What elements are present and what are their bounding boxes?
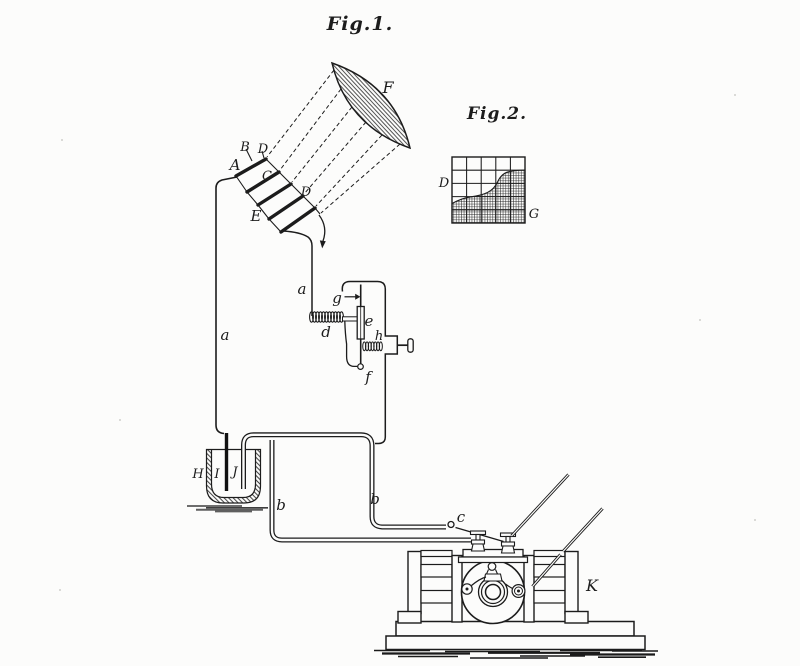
left-outer-post (407, 550, 422, 615)
g-arrow (344, 293, 361, 300)
label-cell-c: C (262, 169, 272, 184)
figure2-title: Fig.2. (466, 104, 527, 124)
right-inner-post (523, 554, 535, 623)
center-knob (487, 562, 497, 571)
label-contact-c: c (457, 508, 466, 526)
label-reg-e: e (365, 312, 374, 330)
regulator-mechanism (309, 280, 414, 445)
label-cup-j: J (229, 465, 238, 480)
label-cell-b: B (239, 140, 250, 155)
binding-post-right (499, 532, 517, 554)
coil-d (309, 311, 344, 323)
rotation-arrow (318, 214, 326, 249)
paper-specks (59, 94, 756, 591)
selenium-cell (234, 148, 321, 234)
label-wire-a-left: a (221, 326, 230, 344)
lens-f (330, 61, 412, 150)
label-receiver-k: K (585, 576, 599, 595)
label-wire-a-right: a (298, 280, 307, 298)
binding-post-left (469, 530, 487, 552)
label-fig2-d: D (438, 176, 450, 191)
battery-cup (187, 433, 268, 513)
left-inner-post (451, 554, 463, 623)
wire-a-right (282, 230, 313, 316)
ground-hatch (374, 649, 658, 659)
right-outer-post (564, 550, 579, 615)
left-rail-upper (420, 563, 453, 578)
figure1-title: Fig.1. (326, 13, 393, 35)
wire-j-tube (241, 432, 446, 530)
shaded-curve-area (451, 169, 526, 224)
figure-labels: Fig.1. F B D A C D E a a g d e h f H I J… (191, 13, 599, 595)
right-rail-lower (533, 589, 566, 604)
label-fig2-g: G (529, 207, 539, 222)
label-wire-b-right: b (370, 490, 380, 508)
label-cup-i: I (213, 467, 220, 482)
label-wire-b-left: b (276, 496, 286, 514)
left-rail-lower (420, 589, 453, 604)
label-cell-a: A (228, 156, 241, 174)
spring-h (362, 341, 383, 352)
right-foot (564, 610, 589, 624)
light-rays (266, 69, 401, 214)
label-cup-h: H (191, 467, 204, 482)
label-cell-d-upper: D (257, 142, 269, 157)
label-reg-h: h (375, 329, 383, 344)
label-cell-d-mid: D (300, 185, 312, 200)
receiver-k (385, 530, 646, 651)
contact-f (357, 363, 364, 371)
left-foot (397, 610, 422, 624)
label-reg-f: f (364, 368, 373, 386)
wire-a-left (215, 176, 238, 435)
label-cell-e: E (250, 207, 262, 225)
label-reg-g: g (332, 289, 342, 307)
screw-head (407, 338, 414, 353)
wire-b-left-tube (269, 440, 471, 543)
support-rods (510, 473, 604, 588)
figure2-grid (451, 156, 526, 224)
cup-shadow (187, 505, 268, 513)
label-lens-f: F (381, 78, 394, 97)
label-reg-d: d (321, 323, 331, 341)
